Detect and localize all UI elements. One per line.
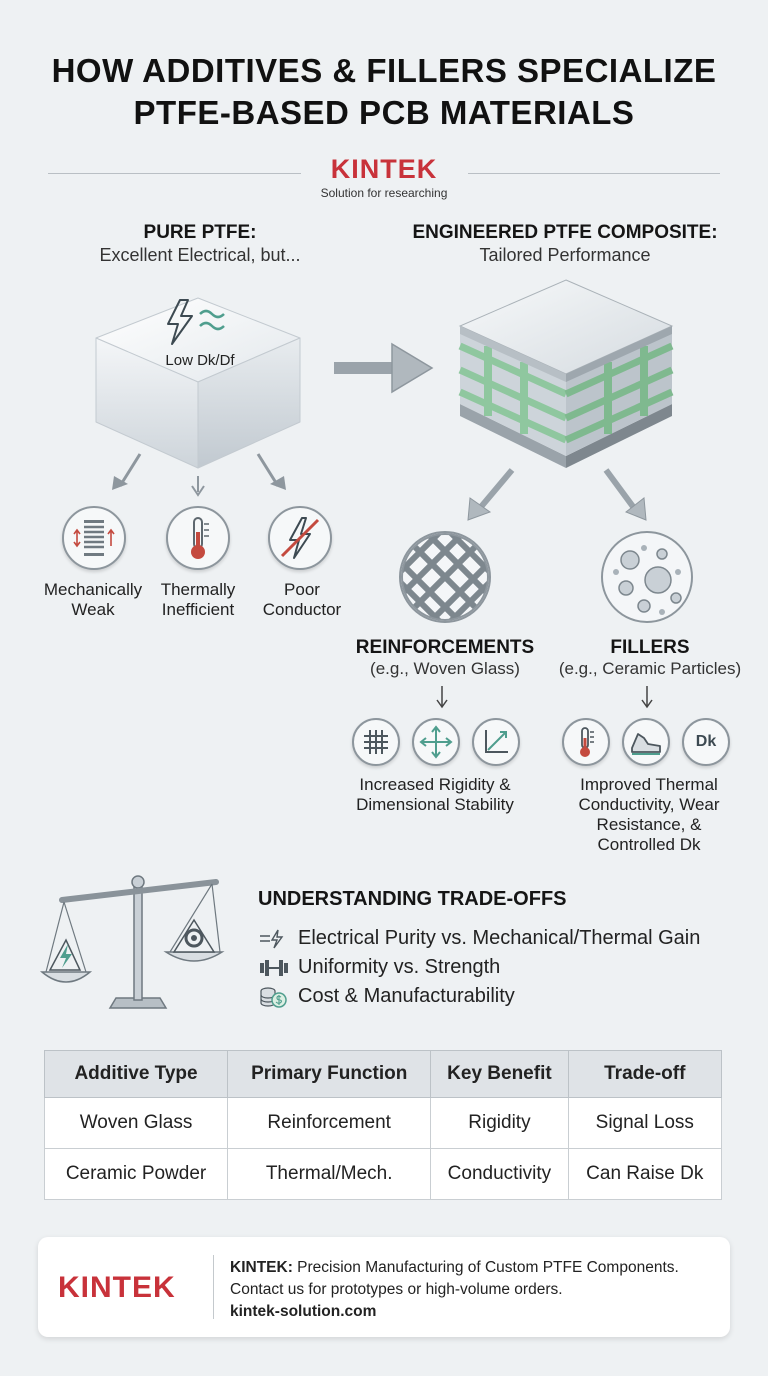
table-row: Ceramic Powder Thermal/Mech. Conductivit… — [43, 1148, 723, 1200]
table-cell: Signal Loss — [567, 1097, 723, 1149]
pure-ptfe-heading: PURE PTFE: — [143, 222, 257, 243]
tradeoff-item: Cost & Manufacturability — [258, 982, 738, 1011]
table-cell: Conductivity — [430, 1148, 569, 1200]
dk-icon: Dk — [682, 718, 730, 766]
move-arrows-icon — [412, 718, 460, 766]
brand-tagline: Solution for researching — [320, 186, 448, 200]
pure-branch-arrows — [112, 453, 286, 497]
tradeoff-item: Uniformity vs. Strength — [258, 953, 738, 982]
reinforcements-example: (e.g., Woven Glass) — [370, 659, 520, 678]
balance-scale-icon — [40, 875, 225, 1009]
additive-comparison-table: Additive Type Primary Function Key Benef… — [43, 1050, 723, 1200]
coins-icon — [260, 986, 287, 1008]
divider-left — [48, 173, 301, 174]
table-cell: Ceramic Powder — [43, 1148, 229, 1200]
table-row: Woven Glass Reinforcement Rigidity Signa… — [43, 1097, 723, 1149]
column-header: Trade-off — [567, 1050, 723, 1098]
table-cell: Rigidity — [430, 1097, 569, 1149]
footer-card: KINTEK KINTEK: Precision Manufacturing o… — [38, 1237, 730, 1337]
woven-glass-icon — [399, 531, 491, 623]
table-cell: Reinforcement — [227, 1097, 432, 1149]
low-dk-df-label: Low Dk/Df — [165, 352, 235, 369]
tradeoffs-heading: UNDERSTANDING TRADE-OFFS — [258, 888, 567, 910]
ceramic-particles-icon — [601, 531, 693, 623]
footer-text: KINTEK: Precision Manufacturing of Custo… — [230, 1257, 726, 1323]
column-header: Primary Function — [227, 1050, 432, 1098]
tradeoffs-list: Electrical Purity vs. Mechanical/Thermal… — [258, 924, 738, 1011]
composite-branch-arrows — [467, 468, 647, 521]
signal-icon — [260, 929, 284, 948]
footer-divider — [213, 1255, 214, 1319]
tradeoff-item: Electrical Purity vs. Mechanical/Thermal… — [258, 924, 738, 953]
fillers-benefit: Improved Thermal Conductivity, Wear Resi… — [578, 775, 720, 854]
composite-subheading: Tailored Performance — [479, 245, 651, 265]
dimension-axes-icon — [472, 718, 520, 766]
reinforcements-down-arrow — [436, 686, 448, 709]
composite-laminate-illustration — [458, 279, 674, 468]
ptfe-block-illustration — [95, 297, 301, 469]
title-line-2: PTFE-BASED PCB MATERIALS — [133, 94, 635, 131]
fillers-heading: FILLERS — [610, 637, 690, 658]
dumbbell-icon — [260, 959, 288, 976]
thermometer-small-icon — [562, 718, 610, 766]
thermometer-icon — [166, 506, 230, 570]
pure-ptfe-subheading: Excellent Electrical, but... — [99, 245, 301, 265]
table-cell: Woven Glass — [43, 1097, 229, 1149]
no-lightning-icon — [268, 506, 332, 570]
fillers-down-arrow — [641, 686, 653, 709]
column-header: Additive Type — [43, 1050, 229, 1098]
divider-right — [468, 173, 720, 174]
footer-website-link[interactable]: kintek-solution.com — [230, 1303, 377, 1320]
shoe-wear-icon — [622, 718, 670, 766]
table-cell: Can Raise Dk — [567, 1148, 723, 1200]
lightning-wave-icon — [167, 299, 225, 345]
footer-brand-logo: KINTEK — [58, 1271, 176, 1304]
title-line-1: HOW ADDITIVES & FILLERS SPECIALIZE — [51, 52, 717, 89]
brand-logo: KINTEK — [330, 154, 438, 184]
grid-mesh-icon — [352, 718, 400, 766]
fillers-example: (e.g., Ceramic Particles) — [558, 659, 742, 678]
reinforcements-heading: REINFORCEMENTS — [355, 637, 535, 658]
column-header: Key Benefit — [430, 1050, 569, 1098]
composite-heading: ENGINEERED PTFE COMPOSITE: — [412, 222, 718, 243]
transform-arrow — [334, 342, 434, 394]
spring-icon — [62, 506, 126, 570]
reinforcements-benefit: Increased Rigidity & Dimensional Stabili… — [356, 775, 514, 814]
table-cell: Thermal/Mech. — [227, 1148, 432, 1200]
table-header-row: Additive Type Primary Function Key Benef… — [43, 1050, 723, 1098]
